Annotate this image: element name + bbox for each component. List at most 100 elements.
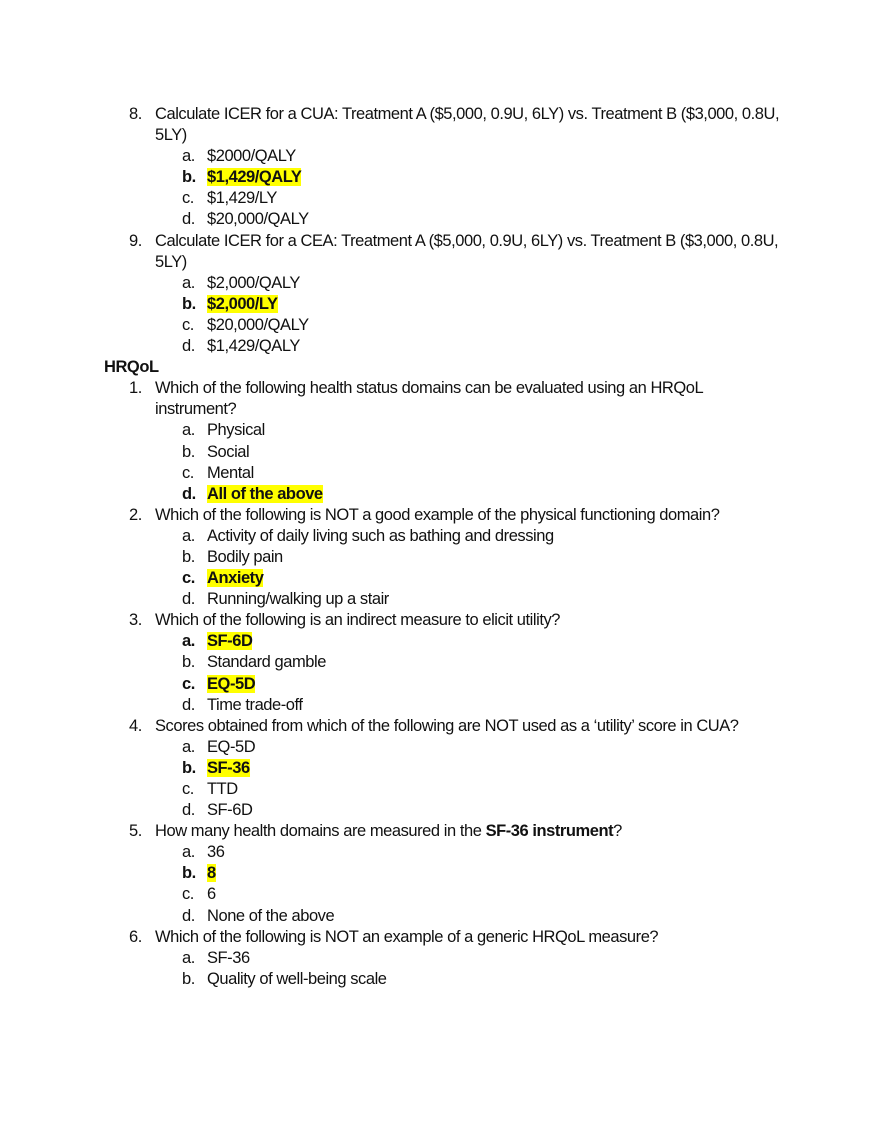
option-text: Quality of well-being scale <box>207 969 387 988</box>
option-text: None of the above <box>207 906 335 925</box>
option-letter: c. <box>182 674 195 693</box>
option-text: Physical <box>207 421 265 440</box>
option-text: $2,000/LY <box>207 294 278 313</box>
question-number: 5. <box>129 822 142 841</box>
option-letter: c. <box>182 463 194 482</box>
answer-option-correct: d.All of the above <box>104 484 784 505</box>
answer-option: a.SF-36 <box>104 948 784 969</box>
option-letter: b. <box>182 294 196 313</box>
answer-option-correct: b. SF-36 <box>104 758 784 779</box>
question: 8. Calculate ICER for a CUA: Treatment A … <box>104 104 784 146</box>
option-letter: b. <box>182 653 195 672</box>
question-number: 1. <box>129 379 142 398</box>
option-letter: b. <box>182 758 196 777</box>
question-text: Calculate ICER for a CEA: Treatment A ($… <box>155 231 779 271</box>
question-number: 4. <box>129 716 142 735</box>
option-text: Anxiety <box>207 569 264 588</box>
question-text: Which of the following is NOT a good exa… <box>155 505 720 524</box>
option-text: 8 <box>207 864 216 883</box>
answer-option-correct: c.EQ-5D <box>104 674 784 695</box>
answer-option: a. $2000/QALY <box>104 146 784 167</box>
option-text: SF-36 <box>207 758 250 777</box>
answer-option-correct: b. 8 <box>104 863 784 884</box>
answer-option: b. Social <box>104 442 784 463</box>
option-text: Social <box>207 442 250 461</box>
question-text: Calculate ICER for a CUA: Treatment A ($… <box>155 105 780 145</box>
option-letter: c. <box>182 885 194 904</box>
option-letter: c. <box>182 569 195 588</box>
option-text: Time trade-off <box>207 695 303 714</box>
answer-option: d. $20,000/QALY <box>104 209 784 230</box>
option-letter: a. <box>182 843 195 862</box>
answer-option: c. Mental <box>104 463 784 484</box>
option-letter: a. <box>182 632 195 651</box>
option-text: Standard gamble <box>207 653 326 672</box>
option-letter: d. <box>182 590 195 609</box>
question: 2. Which of the following is NOT a good e… <box>104 505 784 526</box>
answer-option: d. Running/walking up a stair <box>104 589 784 610</box>
option-letter: a. <box>182 948 195 967</box>
answer-option: b. Quality of well-being scale <box>104 969 784 990</box>
option-text: $20,000/QALY <box>207 210 309 229</box>
option-letter: c. <box>182 189 194 208</box>
option-text: SF-6D <box>207 801 253 820</box>
answer-option: a. 36 <box>104 842 784 863</box>
option-letter: b. <box>182 969 195 988</box>
option-letter: d. <box>182 210 195 229</box>
answer-option: b. Bodily pain <box>104 547 784 568</box>
answer-option: a. EQ-5D <box>104 737 784 758</box>
question-text: Which of the following is an indirect me… <box>155 611 560 630</box>
option-text: $1,429/LY <box>207 189 277 208</box>
answer-option: d. Time trade-off <box>104 695 784 716</box>
answer-option: d. $1,429/QALY <box>104 336 784 357</box>
question: 6.Which of the following is NOT an examp… <box>104 927 784 948</box>
answer-option: c. $1,429/LY <box>104 188 784 209</box>
answer-option: a. Activity of daily living such as bathi… <box>104 526 784 547</box>
option-text: All of the above <box>207 484 323 503</box>
option-text: $1,429/QALY <box>207 337 300 356</box>
option-text: $2000/QALY <box>207 147 296 166</box>
option-letter: d. <box>182 337 195 356</box>
answer-option: c. 6 <box>104 884 784 905</box>
option-letter: a. <box>182 147 195 166</box>
answer-option: d. None of the above <box>104 906 784 927</box>
option-text: 36 <box>207 843 225 862</box>
option-text: EQ-5D <box>207 737 256 756</box>
answer-option: c.TTD <box>104 779 784 800</box>
option-text: TTD <box>207 780 238 798</box>
question-text: Which of the following health status dom… <box>155 379 703 419</box>
option-text: 6 <box>207 885 216 904</box>
option-text: Activity of daily living such as bathing… <box>207 526 554 545</box>
option-letter: a. <box>182 526 195 545</box>
option-letter: d. <box>182 906 195 925</box>
answer-option: a.Physical <box>104 420 784 441</box>
answer-option: b. Standard gamble <box>104 652 784 673</box>
question-text: How many health domains are measured in … <box>155 822 486 841</box>
option-letter: a. <box>182 273 195 292</box>
answer-option-correct: b. $1,429/QALY <box>104 167 784 188</box>
option-text: $1,429/QALY <box>207 168 302 187</box>
option-letter: c. <box>182 315 194 334</box>
question-number: 3. <box>129 611 142 630</box>
option-letter: a. <box>182 737 195 756</box>
option-text: $2,000/QALY <box>207 273 300 292</box>
question-text: Scores obtained from which of the follow… <box>155 716 739 735</box>
option-letter: b. <box>182 547 195 566</box>
question-list: 8. Calculate ICER for a CUA: Treatment A … <box>104 104 784 990</box>
answer-option-correct: b. $2,000/LY <box>104 294 784 315</box>
option-letter: b. <box>182 442 195 461</box>
question-number: 2. <box>129 505 142 524</box>
question-number: 8. <box>129 105 142 123</box>
option-letter: b. <box>182 168 196 187</box>
option-letter: d. <box>182 695 195 714</box>
question-text: ? <box>613 822 622 841</box>
option-text: Bodily pain <box>207 547 283 566</box>
question: 3. Which of the following is an indirect … <box>104 610 784 631</box>
option-text: Mental <box>207 463 254 482</box>
section-heading: HRQoL <box>104 358 159 377</box>
question: 1. Which of the following health status d… <box>104 378 784 420</box>
question-text-bold: SF-36 instrument <box>485 822 614 841</box>
option-text: Running/walking up a stair <box>207 590 389 609</box>
option-letter: b. <box>182 864 196 883</box>
question-number: 9. <box>129 231 142 250</box>
